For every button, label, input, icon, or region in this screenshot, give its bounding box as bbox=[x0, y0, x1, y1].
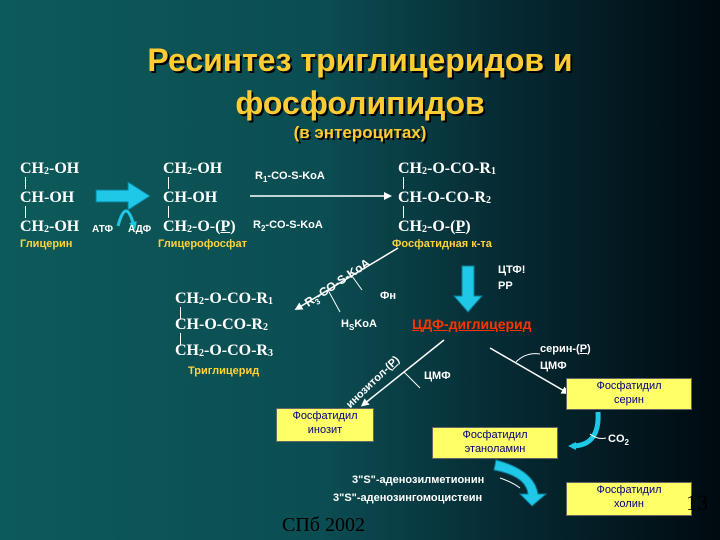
branch-hskoa bbox=[327, 289, 341, 313]
arrow-ps-to-pe bbox=[568, 411, 601, 450]
box-line: холин bbox=[614, 498, 644, 510]
arrow-to-phosphatidylserine bbox=[489, 347, 570, 395]
sah-label: 3"S"-аденозингомоцистеин bbox=[333, 492, 483, 504]
box-line: этаноламин bbox=[464, 443, 526, 455]
glycerol-line1: CH2-OH bbox=[20, 160, 80, 177]
arrow-glycerol-to-glycerophosphate bbox=[95, 181, 151, 211]
glycerol-line2: CH-OH bbox=[20, 189, 75, 206]
phosphatidylinositol-box: Фосфатидил инозит bbox=[276, 408, 374, 442]
slide-title-line1: Ресинтез триглицеридов и bbox=[147, 42, 573, 78]
box-line: Фосфатидил bbox=[596, 484, 662, 496]
sam-label: 3"S"-аденозилметионин bbox=[352, 474, 485, 486]
glycerophosphate-line3: CH2-O-(P) bbox=[163, 218, 236, 235]
slide-title-line2: фосфолипидов bbox=[235, 85, 485, 121]
arrow-atp-adp bbox=[116, 209, 137, 230]
triglyceride-line3: CH2-O-CO-R3 bbox=[175, 342, 273, 359]
footer-text: СПб 2002 bbox=[282, 514, 365, 536]
glycerophosphate-line1: CH2-OH bbox=[163, 160, 223, 177]
triglyceride-line2: CH-O-CO-R2 bbox=[175, 316, 268, 333]
phosphatidic-acid-line2: CH-O-CO-R2 bbox=[398, 189, 491, 206]
box-line: инозит bbox=[307, 424, 343, 436]
box-line: Фосфатидил bbox=[462, 429, 528, 441]
glycerol-label: Глицерин bbox=[20, 238, 73, 250]
bond-line bbox=[403, 206, 404, 218]
phosphatidylserine-box: Фосфатидил серин bbox=[566, 378, 692, 410]
co2-label: CO2 bbox=[608, 433, 629, 448]
page-number: 13 bbox=[686, 490, 708, 515]
hskoa-label: HSKoA bbox=[341, 318, 377, 333]
bond-line bbox=[180, 333, 181, 345]
triglyceride-label: Триглицерид bbox=[188, 365, 260, 377]
phosphatidylcholine-box: Фосфатидил холин bbox=[566, 482, 692, 516]
phosphatidic-acid-line1: CH2-O-CO-R1 bbox=[398, 160, 496, 177]
branch-fn bbox=[351, 275, 363, 291]
branch-co2 bbox=[589, 433, 607, 439]
glycerol-line3: CH2-OH bbox=[20, 218, 80, 235]
cdp-diglyceride-label: ЦДФ-диглицерид bbox=[412, 316, 532, 332]
triglyceride-line1: CH2-O-CO-R1 bbox=[175, 290, 273, 307]
r2-acyl-coa: R2-CO-S-KoA bbox=[253, 219, 323, 234]
atp-label: АТФ bbox=[92, 224, 113, 235]
box-line: Фосфатидил bbox=[292, 410, 358, 422]
r1-acyl-coa: R1-CO-S-KoA bbox=[255, 170, 325, 185]
bond-line bbox=[168, 206, 169, 218]
pp-label: PP bbox=[498, 280, 513, 292]
cmp-left-label: ЦМФ bbox=[424, 370, 451, 382]
adp-label: АДФ bbox=[128, 224, 152, 235]
phosphatidic-acid-line3: CH2-O-(P) bbox=[398, 218, 471, 235]
phosphatidic-acid-label: Фосфатидная к-та bbox=[392, 238, 492, 250]
bond-line bbox=[168, 177, 169, 189]
phosphatidylethanolamine-box: Фосфатидил этаноламин bbox=[432, 427, 558, 459]
fn-label: Фн bbox=[380, 290, 397, 302]
glycerophosphate-line2: CH-OH bbox=[163, 189, 218, 206]
bond-line bbox=[403, 177, 404, 189]
glycerophosphate-label: Глицерофосфат bbox=[158, 238, 248, 250]
ctp-label: ЦТФ! bbox=[498, 264, 526, 276]
arrow-pe-to-pc bbox=[493, 459, 548, 507]
branch-serine bbox=[515, 353, 541, 363]
box-line: серин bbox=[614, 394, 644, 406]
box-line: Фосфатидил bbox=[596, 380, 662, 392]
branch-sam bbox=[499, 477, 521, 489]
cmp-right-label: ЦМФ bbox=[540, 360, 567, 372]
branch-cmp-left bbox=[403, 371, 421, 389]
arrow-to-cdp-diglyceride bbox=[452, 265, 484, 313]
serine-phosphate-label: серин-(P) bbox=[540, 343, 591, 355]
bond-line bbox=[25, 177, 26, 189]
arrow-to-triglyceride bbox=[294, 247, 399, 311]
bond-line bbox=[180, 307, 181, 319]
bond-line bbox=[25, 206, 26, 218]
slide-subtitle: (в энтероцитах) bbox=[293, 123, 427, 142]
